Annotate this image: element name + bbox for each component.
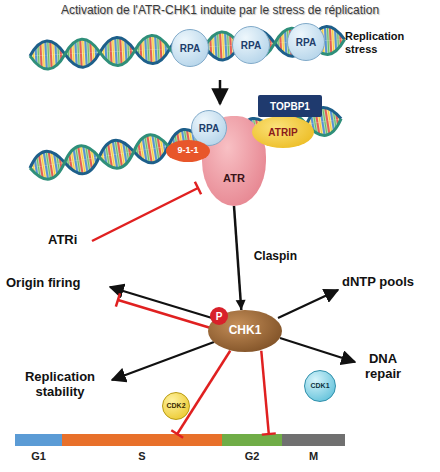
inhibition-connector [261,351,275,435]
node-label: ATR [223,172,245,184]
protein-circle: RPA [232,26,270,64]
protein-circle: RPA [171,29,209,67]
protein-circle: CDK2 [162,392,190,420]
node-label: ATRIP [268,127,297,138]
node-label: RPA [199,123,219,134]
node-label: CHK1 [229,324,262,337]
phase-label: G1 [15,450,62,462]
node-label: 9-1-1 [177,146,198,156]
node-label: RPA [241,40,261,51]
flow-arrow [219,80,222,104]
text-label: ATRi [48,233,98,248]
flow-arrow [280,338,355,362]
connector-line [234,206,241,310]
flow-arrow [112,342,214,380]
inhibition-bar [116,293,120,306]
phospho-circle: P [210,307,228,325]
kinase-oval: CHK1 P [208,310,282,352]
node-label: CDK1 [310,382,329,390]
node-label: CDK2 [166,402,185,410]
arrow-head [236,300,246,310]
text-label: DNA repair [357,352,409,382]
phase-label: G2 [222,450,282,462]
connector-line [177,351,230,434]
node-label: RPA [296,37,316,48]
connector-line [261,351,269,434]
phase-label: M [282,450,345,462]
phase-band: S [62,434,222,446]
inhibition-line [92,188,198,241]
protein-box: TOPBP1 [258,95,322,117]
node-label: RPA [180,43,200,54]
protein-circle: CDK1 [304,370,336,402]
node-label: P [216,311,223,322]
protein-oval: 9-1-1 [166,140,210,162]
text-label: Origin firing [6,276,111,291]
text-label: Replication stability [8,370,112,400]
protein-oval: ATRIP [252,116,314,148]
protein-circle: RPA [287,23,325,61]
phase-band: M [282,434,345,446]
text-label: dNTP pools [342,275,437,290]
node-label: TOPBP1 [270,101,310,112]
diagram-title: Activation de l'ATR-CHK1 induite par le … [0,3,440,17]
text-label: Replication stress [345,30,425,55]
flow-arrow [278,290,338,318]
inhibition-bar [195,182,201,195]
arrow-connector [234,206,246,310]
edge-label: Claspin [254,250,297,264]
phase-band: G1 [15,434,62,446]
phase-label: S [62,450,222,462]
inhibition-line [118,300,214,329]
phase-band: G2 [222,434,282,446]
